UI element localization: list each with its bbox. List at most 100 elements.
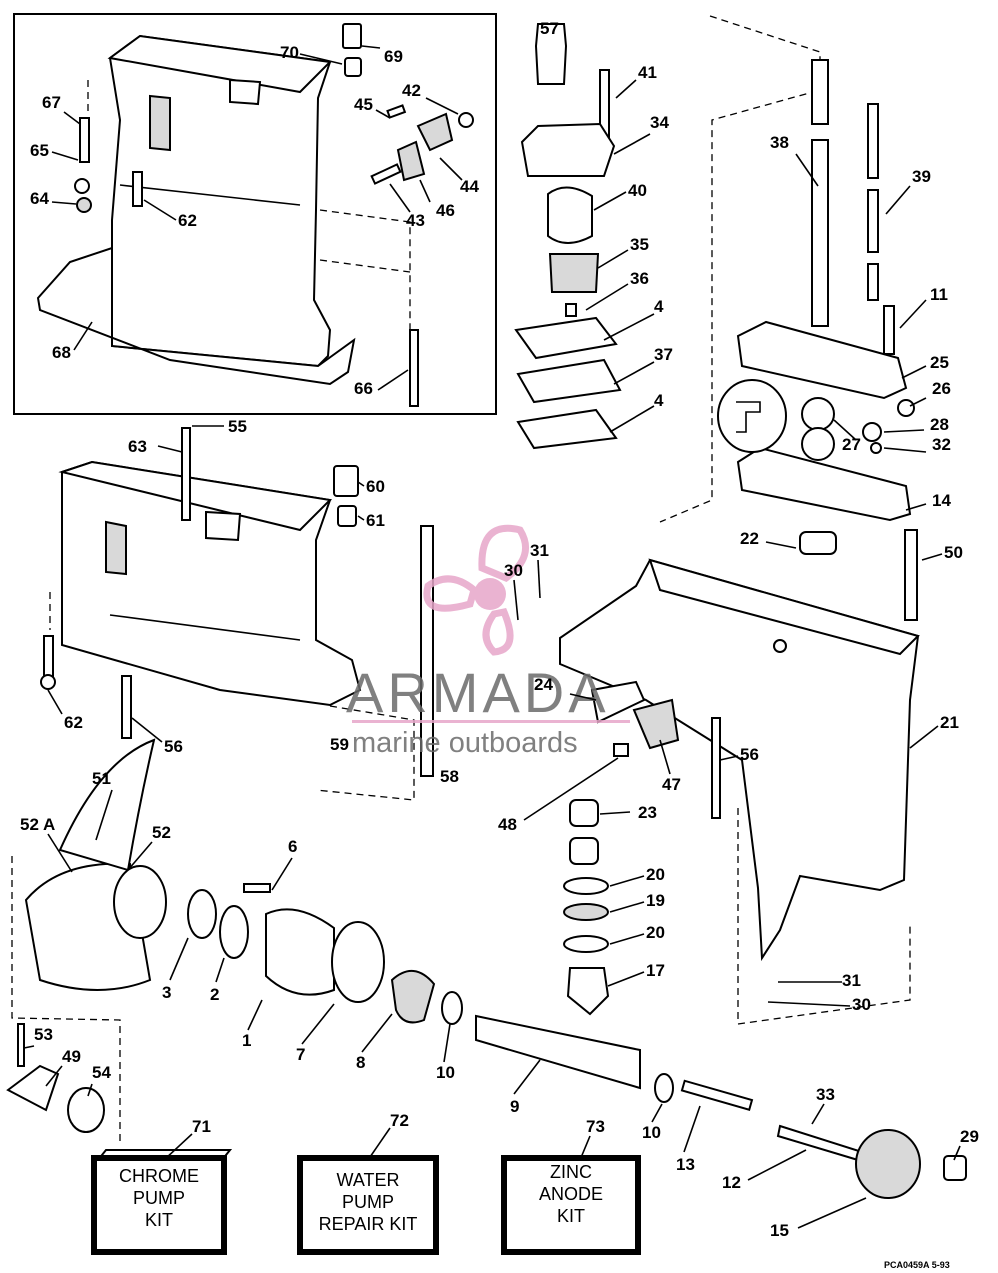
leader-line [885,185,911,215]
inset-hardware [74,23,474,407]
callout-label: 73 [586,1117,605,1136]
callout-label: 28 [930,415,949,434]
leader-line [377,369,409,391]
callout-label: 30 [504,561,523,580]
leader-line [599,811,631,815]
inset-dashed-guides [87,80,411,330]
upper-housing-inset [36,34,356,386]
callout-label: 19 [646,891,665,910]
leader-line [883,429,925,433]
callout-label: 71 [192,1117,211,1136]
callout-label: 12 [722,1173,741,1192]
kit-box-chrome-pump: CHROME PUMP KIT [91,1149,233,1255]
leader-line [683,1105,701,1153]
propeller-assembly [6,738,967,1199]
driveshaft-assembly [811,59,895,355]
kit-line: ANODE [539,1184,603,1204]
leader-line [131,717,163,743]
kit-line: CHROME [119,1166,199,1186]
leader-line [419,179,431,203]
exhaust-dashed-guides [49,592,415,801]
callout-label: 45 [354,95,373,114]
water-pump-stack [514,23,622,450]
callout-label: 33 [816,1085,835,1104]
leader-line [597,249,629,269]
leader-line [899,299,927,329]
gearcase-dashed-guide [737,808,911,1025]
callout-label: 30 [852,995,871,1014]
leader-line [357,515,365,521]
kit-line: PUMP [342,1192,394,1212]
leader-line [613,133,651,155]
callout-label: 2 [210,985,219,1004]
callout-label: 39 [912,167,931,186]
leader-line [163,1133,193,1161]
callout-label: 61 [366,511,385,530]
callout-label: 38 [770,133,789,152]
callout-label: 20 [646,923,665,942]
leader-line [47,689,63,715]
callout-label: 42 [402,81,421,100]
callout-label: 29 [960,1127,979,1146]
callout-label: 56 [740,745,759,764]
prop-dashed-guide [11,856,121,1144]
bearing-housing [736,320,915,522]
leader-line [513,579,519,621]
gearcase [559,529,920,962]
pump-dashed-guide [659,15,821,523]
callout-label: 14 [932,491,951,510]
leader-line [613,361,655,385]
callout-label: 31 [842,971,861,990]
callout-label: 52 [152,823,171,842]
gear-stack [563,680,680,1016]
leader-line [157,445,183,453]
callout-label: 40 [628,181,647,200]
leader-line [883,447,927,453]
callout-label: 10 [642,1123,661,1142]
callout-label: 36 [630,269,649,288]
leader-line [357,481,365,487]
leader-line [765,541,797,549]
callout-label: 62 [64,713,83,732]
leader-line [513,1059,541,1095]
leader-line [301,1003,335,1045]
leader-line [523,757,619,821]
callout-label: 49 [62,1047,81,1066]
leader-line [593,191,627,211]
leader-line [367,1127,391,1161]
kit-line: REPAIR KIT [319,1214,418,1234]
callout-label: 50 [944,543,963,562]
watermark-brand: ARMADA [346,661,610,724]
leader-line [127,841,153,871]
footer-code: PCA0459A 5-93 [884,1260,950,1270]
callout-label: 56 [164,737,183,756]
inset-frame [13,13,497,415]
callout-label: 58 [440,767,459,786]
leader-line [215,957,225,983]
leader-line [659,739,671,775]
callout-label: 23 [638,803,657,822]
callout-label: 64 [30,189,49,208]
leader-line [47,833,73,873]
leader-line [615,79,637,99]
leader-line [603,313,655,341]
callout-label: 21 [940,713,959,732]
leader-line [833,419,857,441]
leader-line [247,999,263,1031]
leader-line [425,97,459,115]
callout-label: 10 [436,1063,455,1082]
callout-label: 67 [42,93,61,112]
leader-line [375,109,391,119]
leader-line [73,321,93,351]
leader-line [609,405,655,433]
kit-box-zinc-anode: ZINC ANODE KIT [501,1155,641,1255]
callout-label: 22 [740,529,759,548]
leader-line [811,1103,825,1125]
callout-label: 24 [534,675,553,694]
exhaust-housing [58,460,362,707]
callout-label: 31 [530,541,549,560]
leader-line [767,1001,851,1007]
leader-line [579,1135,591,1161]
leader-line [271,857,293,891]
